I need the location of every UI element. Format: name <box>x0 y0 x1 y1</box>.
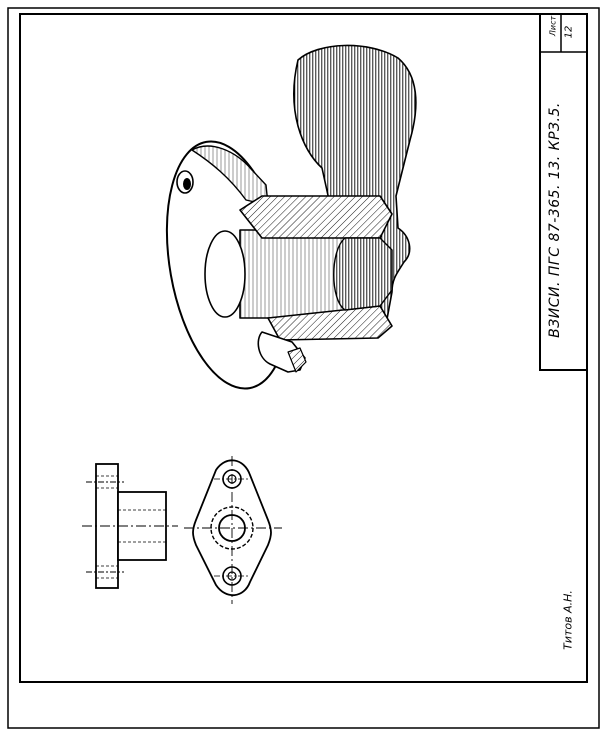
boss-end <box>204 230 246 318</box>
outer-border <box>7 7 600 729</box>
hex-section-top <box>239 195 393 239</box>
drawing-code: ВЗИСИ. ПГС 87-365. 13. КРЗ.5. <box>547 102 563 338</box>
bore <box>333 237 393 311</box>
boss-cylinder <box>239 229 346 319</box>
top-view <box>184 456 282 604</box>
title-block <box>539 13 588 371</box>
sheet-number: 12 <box>563 25 575 39</box>
sheet-label: Лист <box>548 15 558 37</box>
flange-thickness <box>191 145 269 206</box>
isometric-view <box>165 44 417 390</box>
author-name: Титов А.Н. <box>561 590 575 650</box>
front-view <box>82 463 178 589</box>
